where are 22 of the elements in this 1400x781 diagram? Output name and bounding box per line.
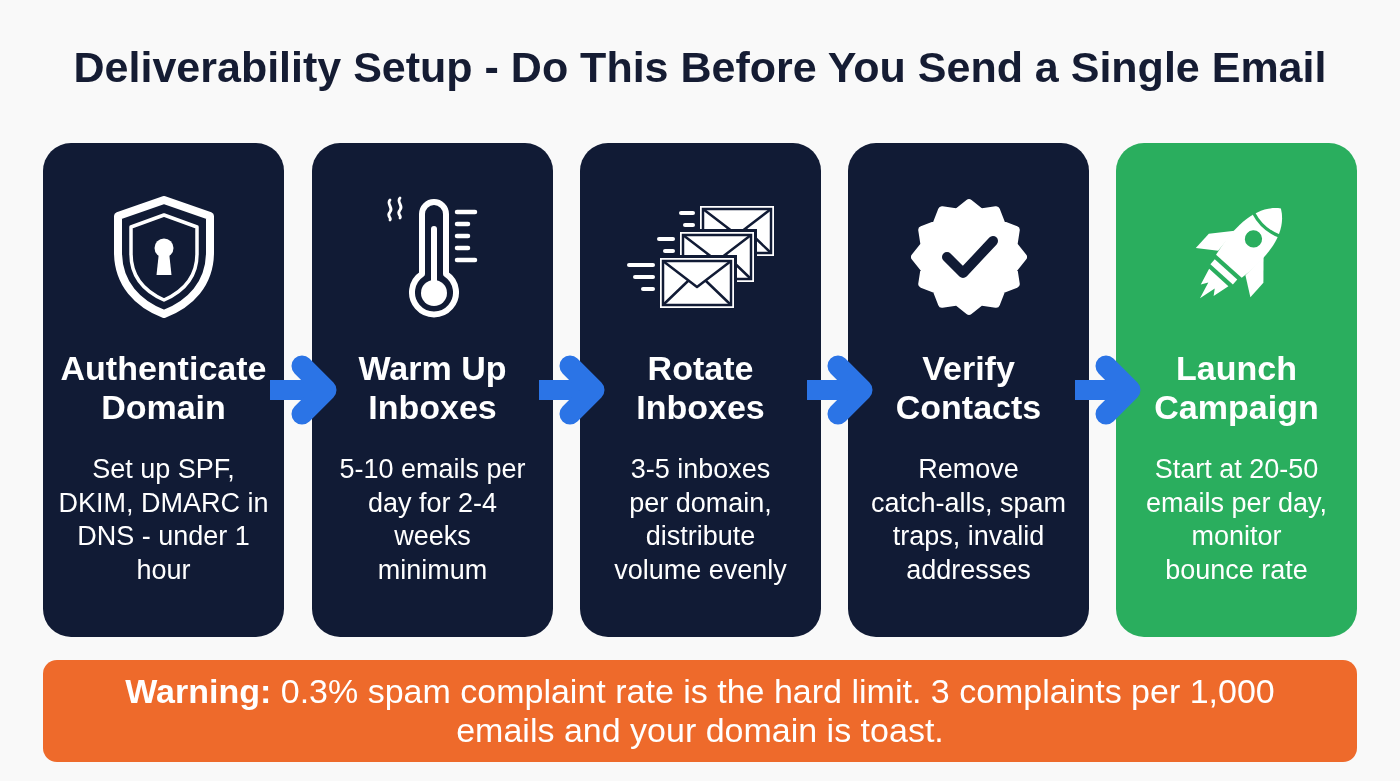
step-description: 5-10 emails per day for 2-4 weeks minimum bbox=[338, 453, 527, 587]
step-description: Remove catch-alls, spam traps, invalid addresses bbox=[869, 453, 1068, 587]
step-card bbox=[580, 143, 821, 637]
step-card bbox=[312, 143, 553, 637]
arrow bbox=[270, 355, 337, 425]
step-description: Set up SPF, DKIM, DMARC in DNS - under 1 hour bbox=[57, 453, 270, 587]
step-description: 3-5 inboxes per domain, distribute volume evenly bbox=[613, 453, 788, 587]
arrow bbox=[807, 355, 873, 425]
arrow bbox=[539, 355, 605, 425]
warning-text: Warning: 0.3% spam complaint rate is the hard limit. 3 complaints per 1,000 emails and your domain is toast. bbox=[124, 672, 1276, 750]
step-title: Rotate Inboxes bbox=[635, 349, 766, 427]
step-card bbox=[1116, 143, 1357, 637]
diagram-title: Deliverability Setup - Do This Before You Send a Single Email bbox=[73, 42, 1327, 93]
step-title: Warm Up Inboxes bbox=[357, 349, 508, 427]
step-title: Launch Campaign bbox=[1153, 349, 1320, 427]
arrow bbox=[1075, 355, 1141, 425]
step-card bbox=[43, 143, 284, 637]
step-title: Authenticate Domain bbox=[59, 349, 268, 427]
warning-banner bbox=[43, 660, 1357, 762]
step-title: Verify Contacts bbox=[894, 349, 1043, 427]
step-card bbox=[848, 143, 1089, 637]
step-description: Start at 20-50 emails per day, monitor bounce rate bbox=[1144, 453, 1329, 587]
